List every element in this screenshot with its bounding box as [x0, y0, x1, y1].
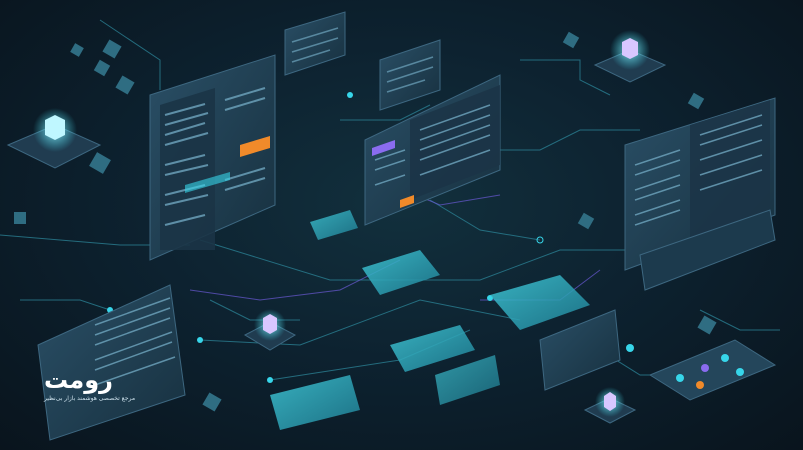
small-blocks — [14, 31, 717, 412]
cyan-card-2 — [490, 275, 590, 330]
cyan-card-3 — [390, 325, 475, 372]
platform-bottom-right — [648, 339, 777, 401]
glowing-cube-center — [243, 309, 297, 351]
document-panel-center — [364, 74, 501, 226]
panel-top-small — [284, 11, 441, 111]
panel-dark-right-bottom — [539, 309, 621, 391]
cyan-card-6 — [310, 210, 358, 240]
cyan-card-5 — [435, 355, 500, 405]
document-panel-right — [624, 97, 776, 291]
glowing-cube-top-right — [593, 30, 667, 83]
cyan-card-1 — [362, 250, 440, 295]
brand-logo-tagline: مرجع تخصصی هوشمند بازار بی‌نظیر — [44, 395, 136, 402]
glowing-cube-left — [6, 108, 102, 169]
document-panel-bottom-left — [37, 284, 186, 441]
brand-logo-name: رومت — [44, 366, 113, 394]
glowing-cube-bottom — [583, 387, 637, 424]
circuit-lines — [0, 19, 780, 381]
brand-logo: رومت مرجع تخصصی هوشمند بازار بی‌نظیر — [40, 366, 150, 406]
cyan-card-4 — [270, 375, 360, 430]
document-panel-left — [149, 54, 276, 261]
